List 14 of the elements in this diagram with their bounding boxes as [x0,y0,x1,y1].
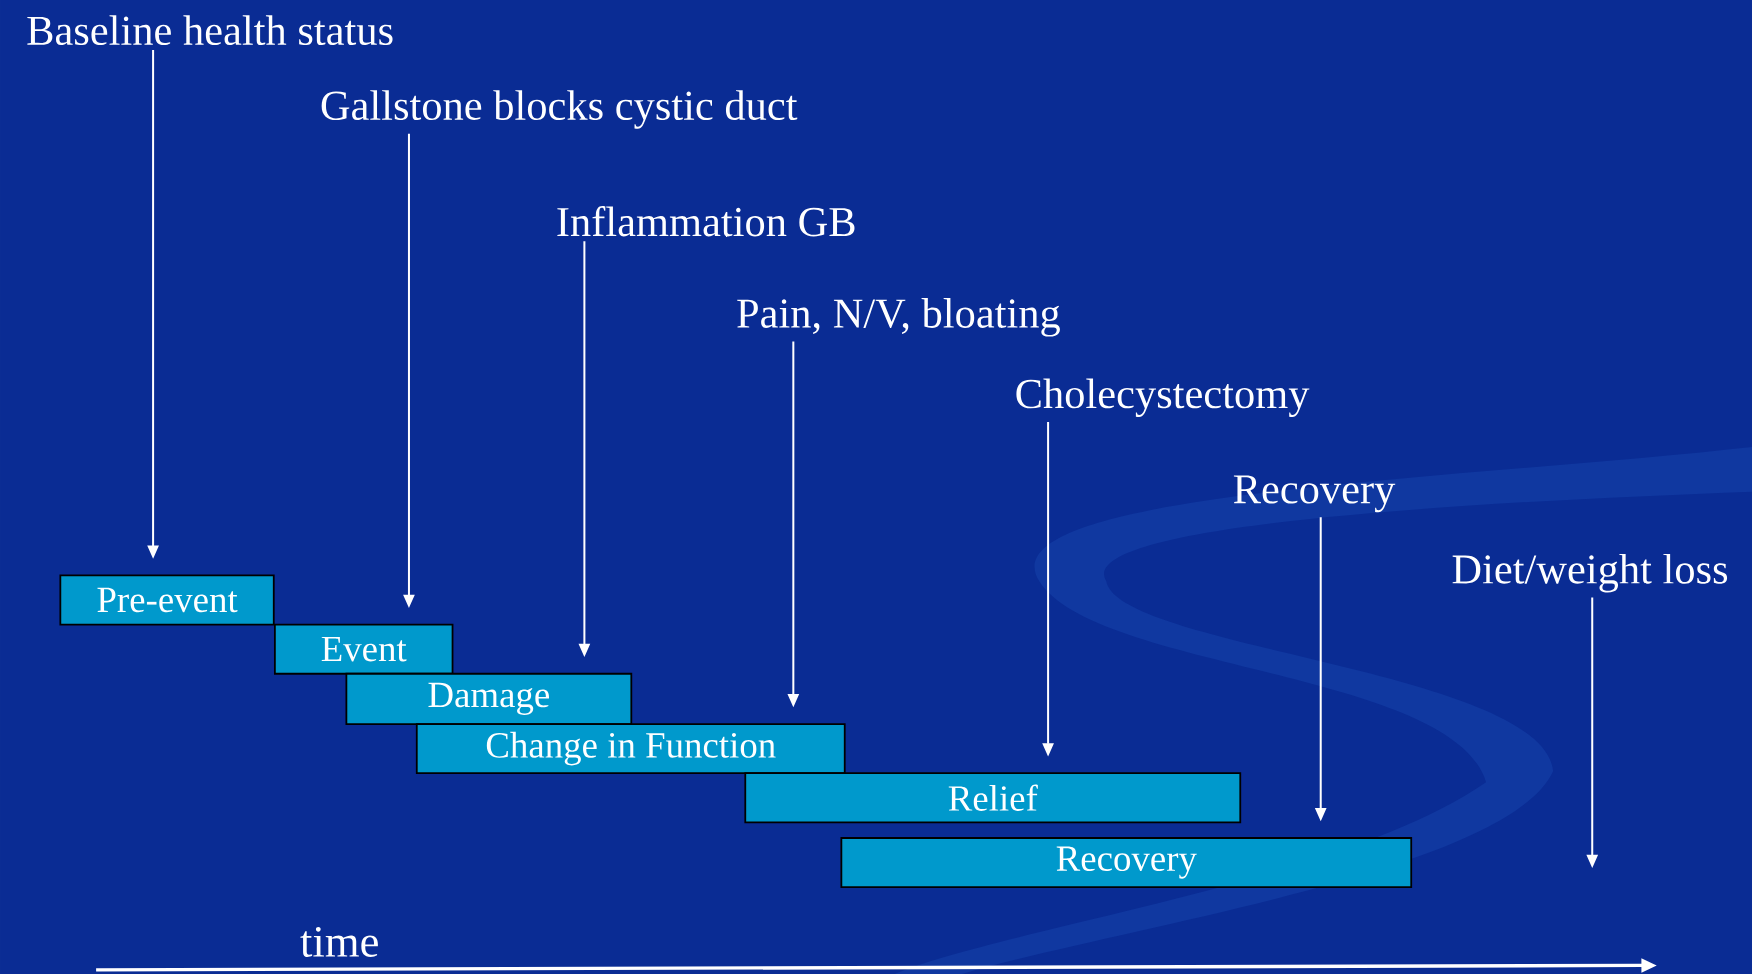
event-label: Recovery [1233,475,1396,513]
event-label: Baseline health status [27,15,393,45]
event-label: Diet/weight loss [1452,553,1728,593]
phase-box: Pre-event [59,574,275,626]
phase-box: Change in Function [415,723,846,774]
phase-box: Relief [744,772,1242,824]
phase-box: Damage [345,672,633,725]
event-label: Inflammation GB [557,205,855,237]
axis-label: time [300,926,378,957]
phase-box: Event [274,623,454,675]
event-label: Pain, N/V, bloating [737,297,1060,337]
event-label: Gallstone blocks cystic duct [321,90,798,129]
event-label: Cholecystectomy [1016,378,1310,417]
phase-box: Recovery [840,836,1413,888]
